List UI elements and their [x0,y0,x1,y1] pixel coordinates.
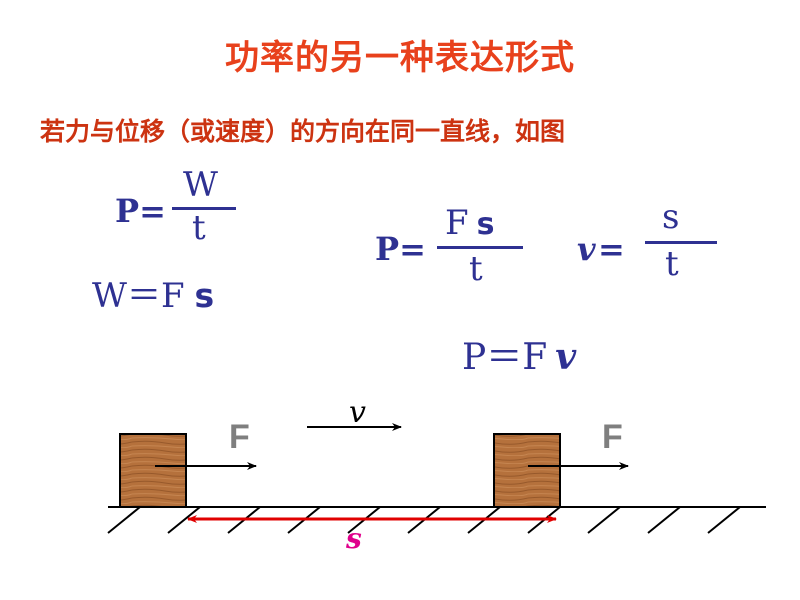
formula-w-numerator: W [183,165,218,205]
formula-v-lhs: v [577,230,596,268]
formula-t2-denominator: t [469,249,483,289]
force-label-right: F [602,418,623,456]
formula-w-eq-f-text: W＝F [92,276,185,316]
formula-p-eq-fv-v: v [555,336,577,378]
displacement-label: s [346,522,362,555]
slide-subtitle: 若力与位移（或速度）的方向在同一直线，如图 [40,117,566,146]
block-right [493,433,561,508]
formula-p2-lhs: P= [375,230,426,268]
formula-s-numerator: s [662,197,680,237]
velocity-label: v [349,395,366,430]
fraction-bar-w-t [172,207,236,210]
formula-p-eq-f-text: P＝F [462,337,548,378]
formula-fs-numerator-s: s [476,207,495,242]
force-label-left: F [229,418,250,456]
formula-p-lhs: P= [115,192,166,230]
formula-v-eq: = [598,230,625,268]
fraction-bar-fs-t [437,246,523,249]
fraction-bar-s-t [645,241,717,244]
block-left [119,433,187,508]
formula-t3-denominator: t [665,244,679,284]
formula-w-eq-fs-s: s [194,276,215,315]
formula-fs-numerator-f: F [445,203,469,243]
formula-t-denominator: t [192,208,206,248]
slide-title: 功率的另一种表达形式 [225,38,575,78]
